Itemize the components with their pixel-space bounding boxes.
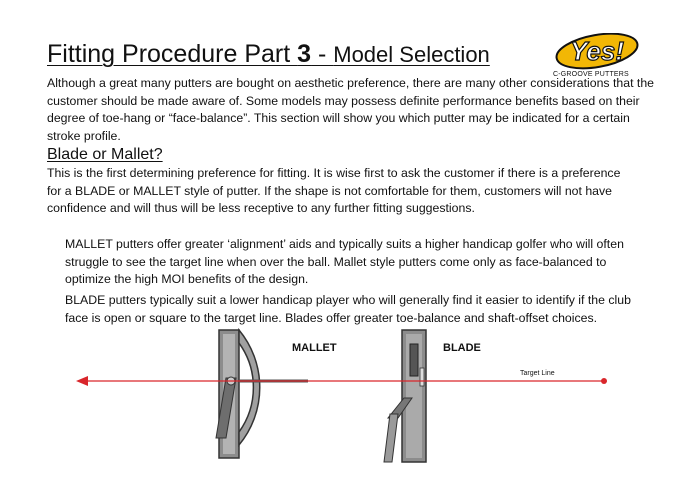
title-part-number: 3 (297, 40, 312, 68)
target-line-endpoint (601, 378, 607, 384)
yes-logo: Yes! (555, 33, 639, 70)
page-title: Fitting Procedure Part 3 - Model Selecti… (47, 40, 490, 69)
title-subtitle: Model Selection (333, 42, 490, 67)
logo-brand-text: Yes! (570, 36, 624, 66)
blade-paragraph: BLADE putters typically suit a lower han… (65, 293, 631, 325)
target-line-label: Target Line (520, 370, 555, 377)
title-prefix: Fitting Procedure Part (47, 40, 298, 68)
mallet-label: MALLET (292, 342, 337, 354)
mallet-arc-wing (238, 327, 261, 448)
blade-label: BLADE (443, 342, 481, 354)
logo-ellipse (555, 33, 639, 70)
mallet-paragraph: MALLET putters offer greater ‘alignment’… (65, 237, 624, 286)
mallet-putter-image (215, 327, 308, 459)
blade-sight-dot (419, 367, 425, 387)
target-line-arrowhead (76, 376, 88, 386)
blade-sight-slot (409, 343, 419, 377)
section-body: This is the first determining preference… (47, 166, 621, 215)
title-separator: - (311, 40, 334, 68)
blade-putter-image (383, 329, 427, 463)
section-heading: Blade or Mallet? (47, 146, 163, 163)
blade-shaft (383, 413, 399, 463)
intro-paragraph: Although a great many putters are bought… (47, 76, 655, 143)
logo-caption: C-GROOVE PUTTERS (553, 71, 629, 78)
